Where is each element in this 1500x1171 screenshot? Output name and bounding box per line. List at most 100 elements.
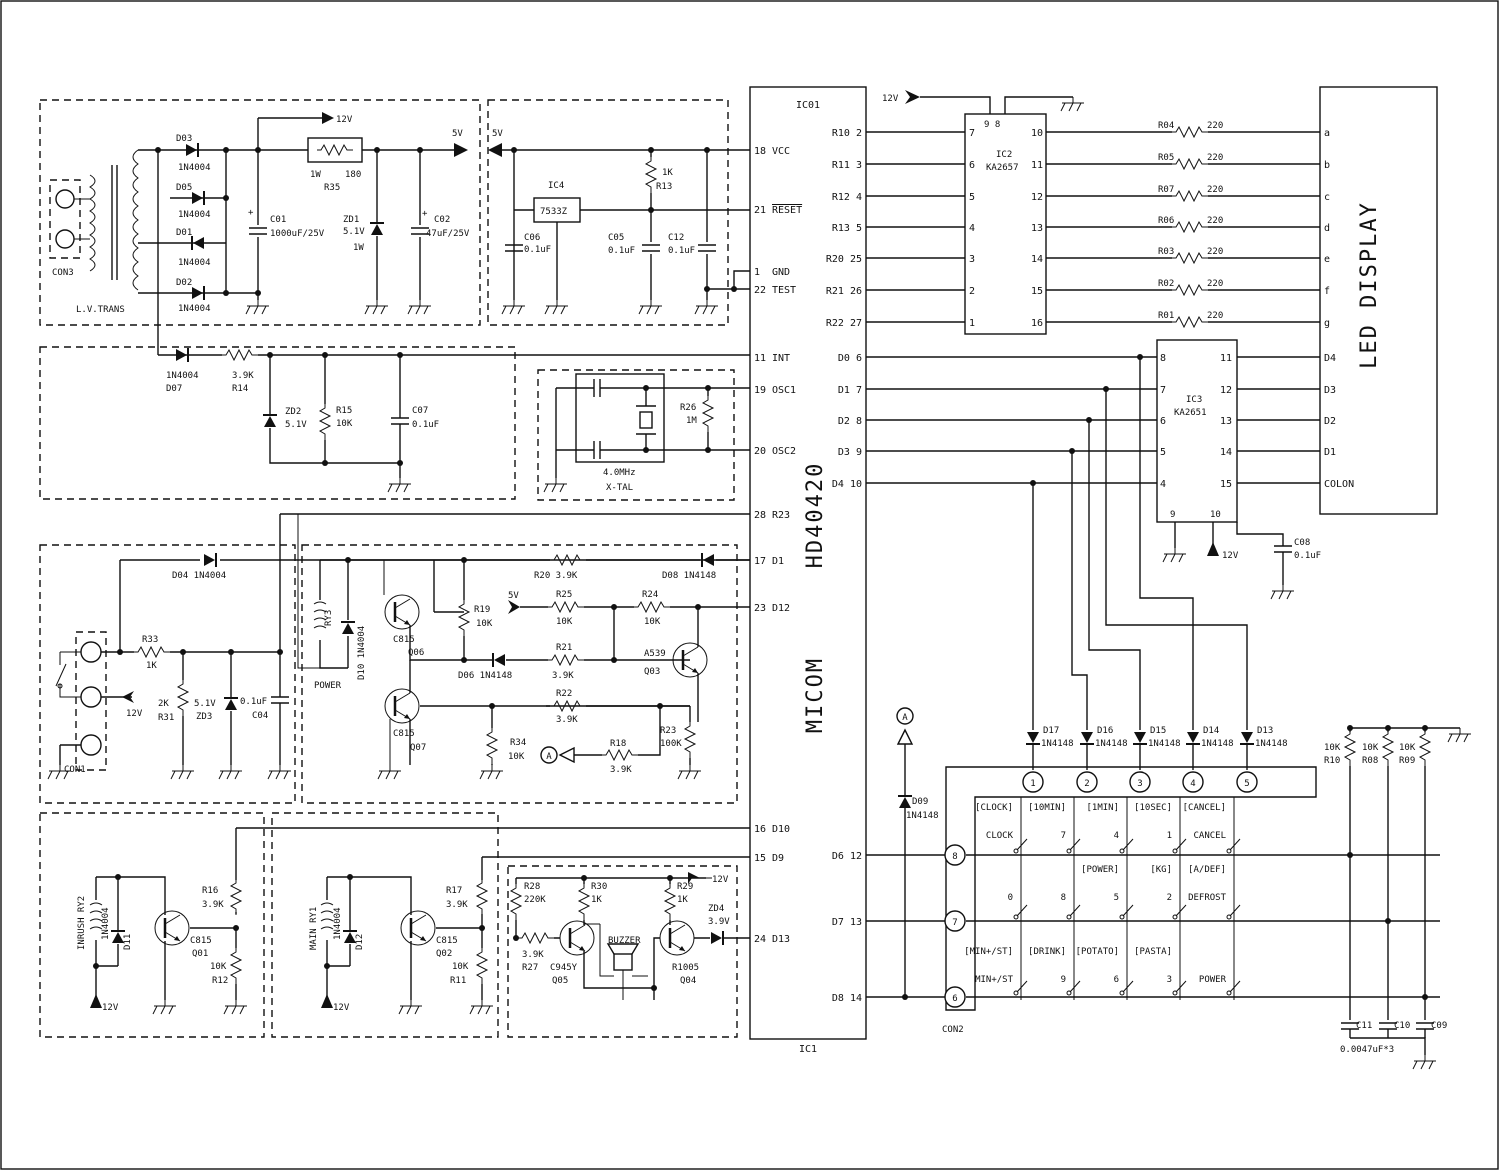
ic2-left-pin: 3: [969, 254, 975, 265]
r29-val: 1K: [677, 895, 688, 905]
ic3-right-pin: 12: [1220, 385, 1232, 396]
r24-ref: R24: [642, 590, 658, 600]
ic2-left-pin: 7: [969, 128, 975, 139]
keypad-column-pin: [1236, 771, 1258, 793]
keypad-row-number: 7: [952, 918, 957, 928]
column-diode-ref: D16: [1097, 726, 1113, 736]
c02-ref: C02: [434, 215, 450, 225]
micom-left-pin-name: R23: [772, 510, 790, 521]
r22-ref: R22: [556, 689, 572, 699]
zd4-val: 3.9V: [708, 917, 730, 927]
ic3-right-pin: 13: [1220, 416, 1232, 427]
junctions-reg: [511, 147, 737, 292]
led-segment-label: c: [1324, 192, 1330, 203]
con1-label: CON1: [64, 765, 86, 775]
micom-left-pin-name: D13: [772, 934, 790, 945]
keypad-key-label: 4: [1114, 831, 1119, 841]
ic2-right-pin: 14: [1031, 254, 1043, 265]
driver-a-label: A: [546, 752, 552, 762]
keypad-key-label: 8: [1061, 893, 1066, 903]
ic3-right-pin: 15: [1220, 479, 1232, 490]
led-digit-label: D2: [1324, 416, 1336, 427]
q07-part: C815: [393, 729, 415, 739]
column-diode-part: 1N4148: [1095, 739, 1128, 749]
keypad-column-diode: [1239, 731, 1255, 745]
r12-val: 10K: [210, 962, 227, 972]
block-main-relay: [271, 812, 499, 1038]
segment-resistor: [1171, 126, 1209, 138]
door-circuit: D04 1N4004 R33 1K 12V CON1 2K R31 5.1V Z…: [47, 513, 750, 780]
r29-ref: R29: [677, 882, 693, 892]
zd1-ref: ZD1: [343, 215, 359, 225]
micom-left-pin-num: 22: [754, 285, 766, 296]
c02-val: 47uF/25V: [426, 229, 470, 239]
segment-resistor-ref: R04: [1158, 121, 1174, 131]
d02-ref: D02: [176, 278, 192, 288]
svg-text:+: +: [422, 209, 428, 219]
c04-ref: C04: [252, 711, 268, 721]
r15-ref: R15: [336, 406, 352, 416]
q05-ref: Q05: [552, 976, 568, 986]
ry1-diode: 1N4004: [333, 907, 343, 940]
ic2-12v: 12V: [882, 94, 899, 104]
r31-val: 2K: [158, 699, 169, 709]
c06-val: 0.1uF: [524, 245, 551, 255]
q03-part: A539: [644, 649, 666, 659]
column-diode-ref: D17: [1043, 726, 1059, 736]
d07-ref: D07: [166, 384, 182, 394]
q04-ref: Q04: [680, 976, 696, 986]
keypad-column-pin: [1076, 771, 1098, 793]
keypad-rows: 876: [944, 844, 1440, 1008]
r25-ref: R25: [556, 590, 572, 600]
pullup-resistor: [1419, 729, 1431, 767]
keypad-key-label: CLOCK: [986, 831, 1014, 841]
keypad-key-label: MIN+/ST: [975, 975, 1014, 985]
micom-right-pin: D4 10: [832, 479, 862, 490]
keypad-key-label: [CLOCK]: [975, 803, 1013, 813]
keypad-cap-ref: C11: [1356, 1021, 1372, 1031]
micom-left-pin-num: 24: [754, 934, 766, 945]
keypad-column-number: 5: [1244, 779, 1249, 789]
led-segment-label: g: [1324, 318, 1330, 329]
pullup-val: 10K: [1324, 743, 1341, 753]
d02-diode: [191, 285, 205, 301]
micom-left-pin-name: INT: [772, 353, 790, 364]
d02-part: 1N4004: [178, 304, 211, 314]
keypad-keys: [CLOCK][10MIN][1MIN][10SEC][CANCEL]CLOCK…: [964, 803, 1241, 996]
led-digit-label: D3: [1324, 385, 1336, 396]
led-segment-label: d: [1324, 223, 1330, 234]
ic3-body: [1156, 339, 1238, 523]
d05-part: 1N4004: [178, 210, 211, 220]
regulator-block: 5V 7533Z IC4 C06 0.1uF 1K R13 C05 0.1uF …: [488, 129, 750, 315]
segment-resistor: [1171, 252, 1209, 264]
keypad-column-diode: [1185, 731, 1201, 745]
d05-diode: [191, 190, 205, 206]
keypad-key-label: [MIN+/ST]: [964, 947, 1013, 957]
r13-ref: R13: [656, 182, 672, 192]
micom-left-pin-num: 21: [754, 205, 766, 216]
segment-resistor: [1171, 190, 1209, 202]
micom-left-pin-num: 20: [754, 446, 766, 457]
micom-bottom-ref: IC1: [799, 1044, 817, 1055]
r19-ref: R19: [474, 605, 490, 615]
micom-left-pin-name: RESET: [772, 205, 802, 216]
block-regulator: [487, 99, 729, 326]
inrush-relay: R16 3.9K 10K R12 C815 Q01 INRUSH RY2 1N4…: [77, 827, 750, 1015]
c05-ref: C05: [608, 233, 624, 243]
keypad-row-number: 8: [952, 852, 957, 862]
ic2-right-pin: 10: [1031, 128, 1043, 139]
column-diode-ref: D15: [1150, 726, 1166, 736]
ic2-left-pin: 6: [969, 160, 975, 171]
r35-ref: R35: [324, 183, 340, 193]
keypad-column-pin: [1129, 771, 1151, 793]
micom-left-pin-num: 18: [754, 146, 766, 157]
oscillator: R26 1M 4.0MHz X-TAL: [543, 373, 750, 493]
zd1-watt: 1W: [353, 243, 364, 253]
ic3-left-pin: 4: [1160, 479, 1166, 490]
